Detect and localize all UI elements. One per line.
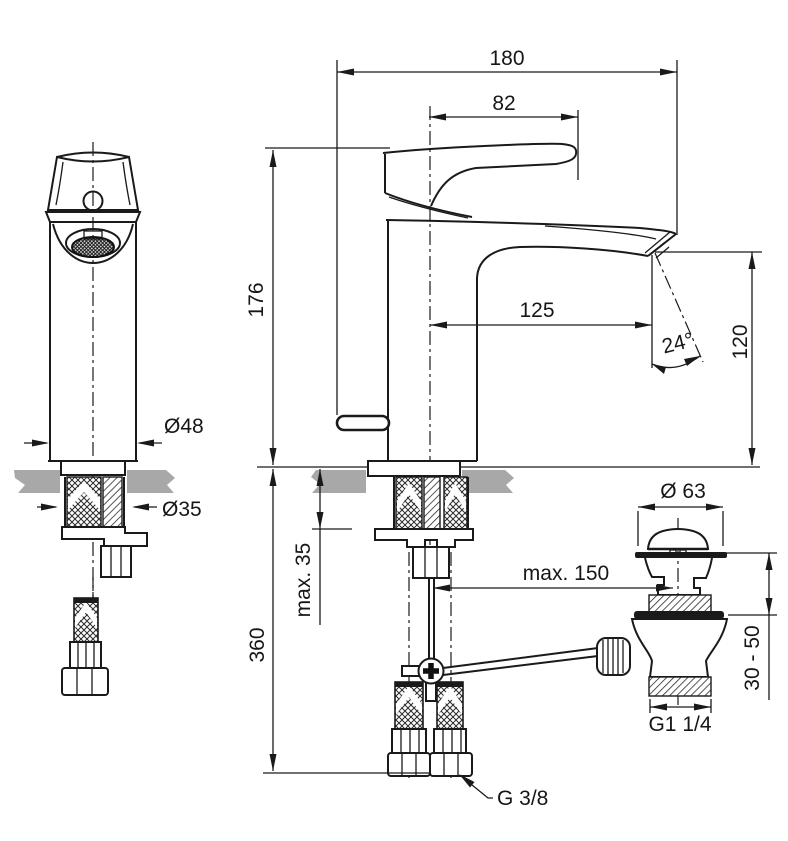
front-view-faucet: Ø48 Ø35 [24, 142, 204, 696]
front-handle-cone [46, 155, 140, 211]
dim-body-height: 176 [245, 282, 268, 317]
front-handle-shade-right [122, 161, 131, 206]
front-aerator-key [83, 230, 103, 240]
dim-waste-cap-diameter: Ø 63 [660, 480, 706, 503]
countertop-sections [14, 470, 514, 493]
front-handle-dot [82, 190, 104, 212]
side-shank [393, 476, 469, 534]
dim-base-diameter-lines [24, 439, 162, 447]
pivot-phillips-icon [423, 663, 439, 679]
counter-front-right [127, 470, 175, 493]
waste-flange [635, 552, 727, 558]
dim-waste-deck-range: 30 - 50 [741, 625, 764, 690]
dim-supply-thread: G 3/8 [497, 787, 548, 810]
dim-outlet-height: 120 [729, 324, 752, 359]
dim-max-rod-reach: max. 150 [523, 562, 609, 585]
side-handle [382, 142, 578, 219]
dim-hole-diameter: Ø35 [162, 498, 202, 521]
dim-supply-hose-length: 360 [246, 627, 269, 662]
waste-thread-band [648, 594, 712, 613]
waste-tail-thread [648, 676, 712, 697]
waste-knurled-knob [596, 637, 631, 676]
popup-waste-view [596, 518, 729, 705]
counter-side-left [311, 470, 366, 493]
front-handle-top-rim [56, 151, 130, 158]
dim-max-deck-thickness: max. 35 [292, 543, 315, 618]
dim-waste-thread: G1 1/4 [648, 713, 711, 736]
pivot-stub-bottom [425, 681, 437, 702]
waste-gasket [634, 611, 724, 619]
counter-front-left [14, 470, 60, 493]
front-base-plate [60, 460, 126, 476]
side-mounting-washer [374, 528, 474, 548]
supply-hoses [387, 681, 473, 777]
waste-rod [442, 647, 599, 676]
front-mounting-washer [61, 526, 148, 547]
side-view-faucet [335, 106, 677, 778]
front-shank-nut [100, 545, 132, 578]
front-aerator-mesh [71, 236, 115, 258]
dimension-annotations: 180 82 176 125 24° 120 360 [245, 47, 777, 810]
front-supply-hose [61, 597, 109, 696]
dim-spout-angle: 24° [660, 329, 696, 359]
waste-cap-dome [646, 528, 710, 550]
dim-spout-projection: 125 [519, 299, 554, 322]
side-pull-rod [335, 414, 391, 432]
dim-base-diameter: Ø48 [164, 415, 204, 438]
front-shank [64, 476, 125, 528]
popup-rod [428, 578, 435, 660]
dim-overall-depth: 180 [489, 47, 524, 70]
counter-side-right [462, 470, 514, 493]
dim-handle-projection: 82 [492, 92, 515, 115]
side-shank-nut [412, 546, 450, 579]
front-spout-arc [52, 223, 134, 265]
front-handle-shade-left [55, 161, 64, 206]
dim-hole-diameter-lines [37, 503, 157, 511]
side-base-plate [367, 460, 461, 477]
waste-lower-body [630, 618, 729, 678]
